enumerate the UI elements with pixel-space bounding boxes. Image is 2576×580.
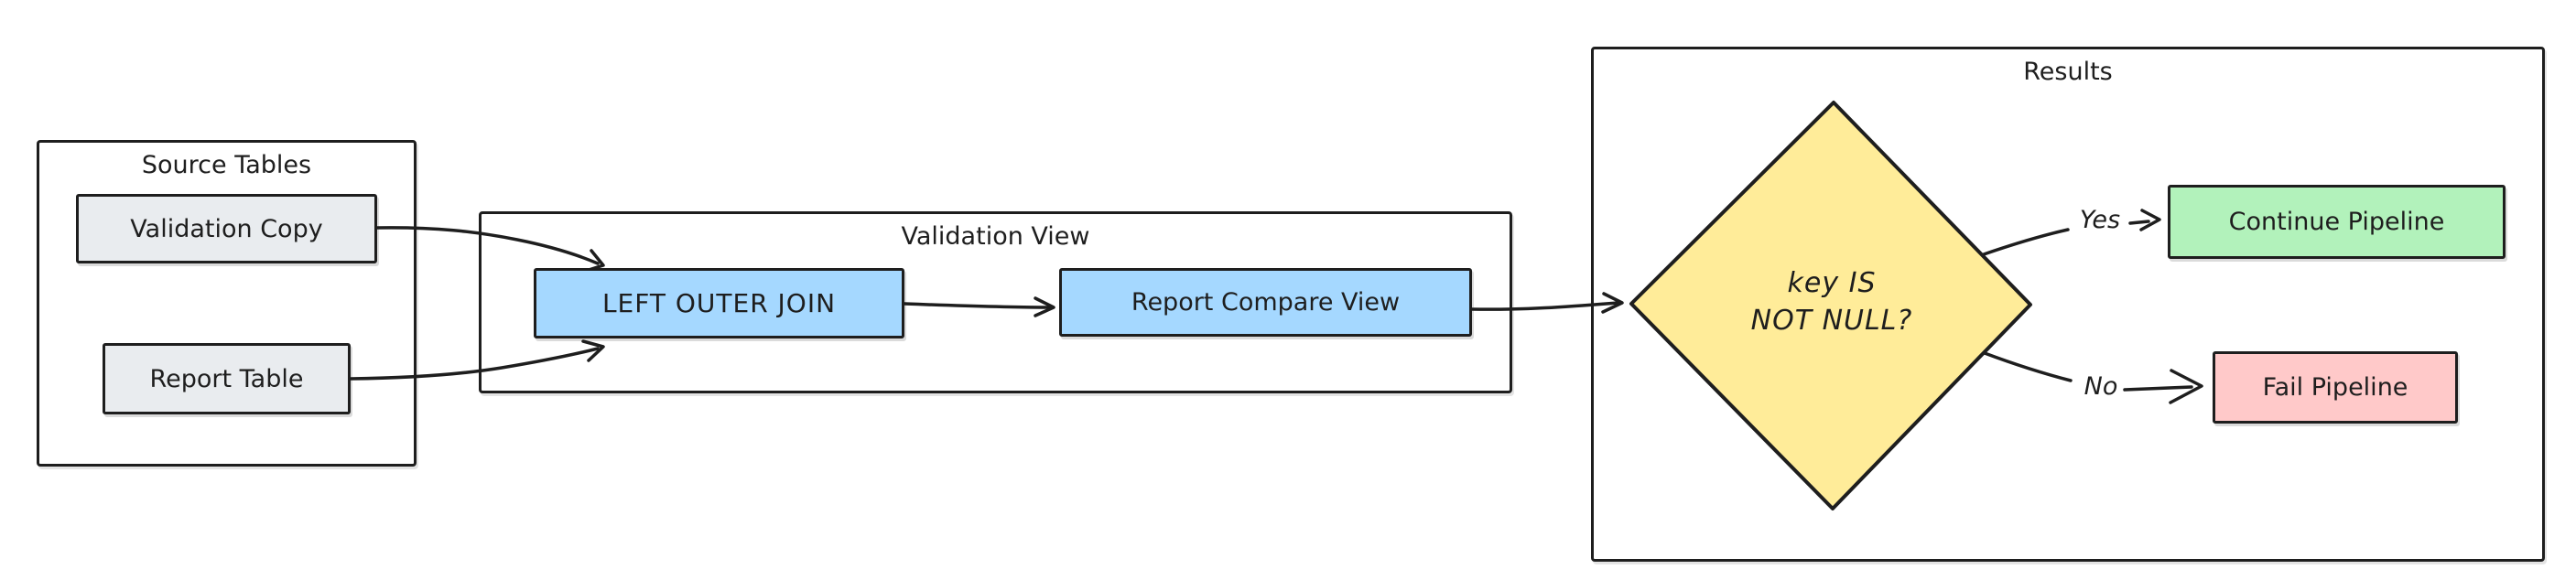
arrowhead-join-to-compare-view [1034,296,1055,317]
container-title-source-tables: Source Tables [141,151,312,179]
node-left-outer-join-label: LEFT OUTER JOIN [601,288,837,318]
diamond-label-line1: key IS [1787,267,1877,299]
arrowhead-compare-view-to-diamond [1601,292,1624,314]
arrowhead-yes-to-continue [2139,209,2161,231]
container-source-tables: Source Tables [37,140,417,467]
node-continue-pipeline: Continue Pipeline [2168,185,2506,259]
edge-label-yes: Yes [2079,206,2121,234]
decision-diamond [1629,101,2032,510]
edge-label-no: No [2084,372,2118,401]
arrow-validation-copy-to-join [375,226,600,265]
arrow-no-to-fail [2123,385,2193,392]
node-report-table-label: Report Table [149,364,304,393]
container-title-results: Results [2023,58,2113,86]
arrowhead-no-to-fail [2169,369,2203,404]
line-diamond-to-no [1983,351,2073,382]
node-report-compare-view: Report Compare View [1059,268,1472,337]
arrow-compare-view-to-diamond [1470,301,1619,311]
node-validation-copy-label: Validation Copy [130,214,323,243]
node-left-outer-join: LEFT OUTER JOIN [534,268,904,338]
arrow-join-to-compare-view [903,302,1052,309]
node-fail-pipeline: Fail Pipeline [2213,351,2458,424]
node-continue-pipeline-label: Continue Pipeline [2228,208,2445,236]
arrow-report-table-to-join [349,347,600,381]
node-fail-pipeline-label: Fail Pipeline [2262,373,2408,402]
node-validation-copy: Validation Copy [76,194,377,263]
line-diamond-to-yes [1982,228,2070,256]
node-key-is-not-null-label: key IS NOT NULL? [1694,264,1969,339]
diamond-label-line2: NOT NULL? [1750,305,1913,337]
arrowhead-report-table-to-join [581,339,605,362]
container-validation-view: Validation View [479,211,1512,393]
container-title-validation-view: Validation View [901,222,1090,251]
node-report-table: Report Table [103,343,351,414]
node-report-compare-view-label: Report Compare View [1131,288,1401,317]
arrow-yes-to-continue [2128,220,2150,225]
